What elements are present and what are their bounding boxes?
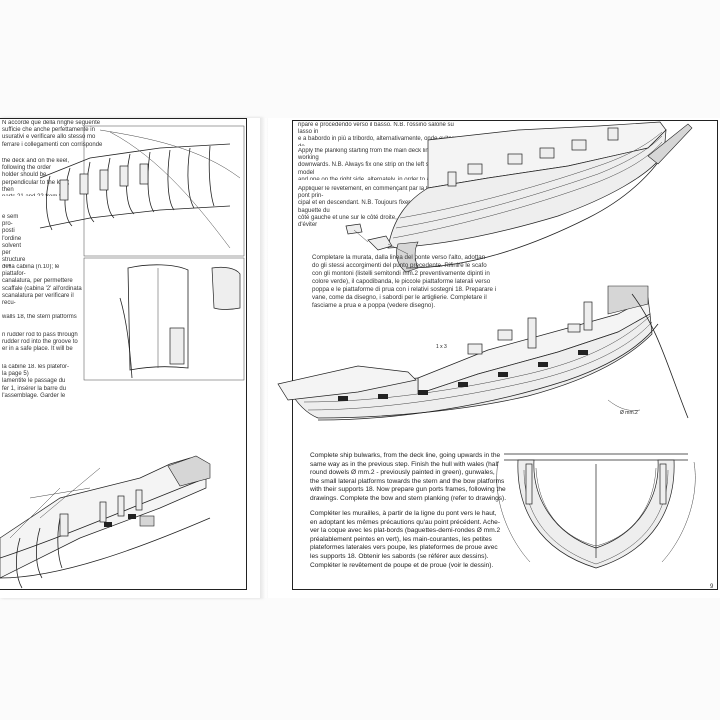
hull-planking-drawing: 1 x 3 Ø mm.2	[277, 121, 696, 569]
booklet-gutter	[260, 118, 270, 598]
left-note-7: la cabine 18. les platefor- la page 5) l…	[2, 364, 70, 399]
left-note-6: n rudder rod to pass through rudder rod …	[2, 332, 78, 353]
left-note-1: N accorde que della ringhe seguente suff…	[2, 120, 103, 148]
left-page-frame	[0, 118, 247, 590]
left-hull-frames-drawing	[0, 125, 245, 589]
left-note-3: e sem pro- posti l'ordine solvent per st…	[2, 214, 26, 266]
callout-1x3: 1 x 3	[436, 344, 447, 350]
body-text-french: Compléter les murailles, à partir de la …	[310, 510, 501, 569]
body-text-english: Complete ship bulwarks, from the deck li…	[310, 452, 507, 502]
right-page-frame	[292, 120, 718, 590]
left-page: N accorde que della ringhe seguente suff…	[0, 118, 262, 598]
left-note-4: della cabina (n.10); le piattafor- canal…	[2, 264, 82, 304]
callout-dowel: Ø mm.2	[620, 410, 638, 416]
left-note-5: walls 18, the stern platforms	[2, 314, 77, 320]
mid-text-italian: Completare la murata, dalla linea del po…	[312, 254, 497, 309]
right-page: ripare e procedendo verso il basso. N.B.…	[268, 118, 720, 598]
page-number: 9	[710, 584, 714, 590]
top-text-italian: ripare e procedendo verso il basso. N.B.…	[298, 122, 457, 146]
